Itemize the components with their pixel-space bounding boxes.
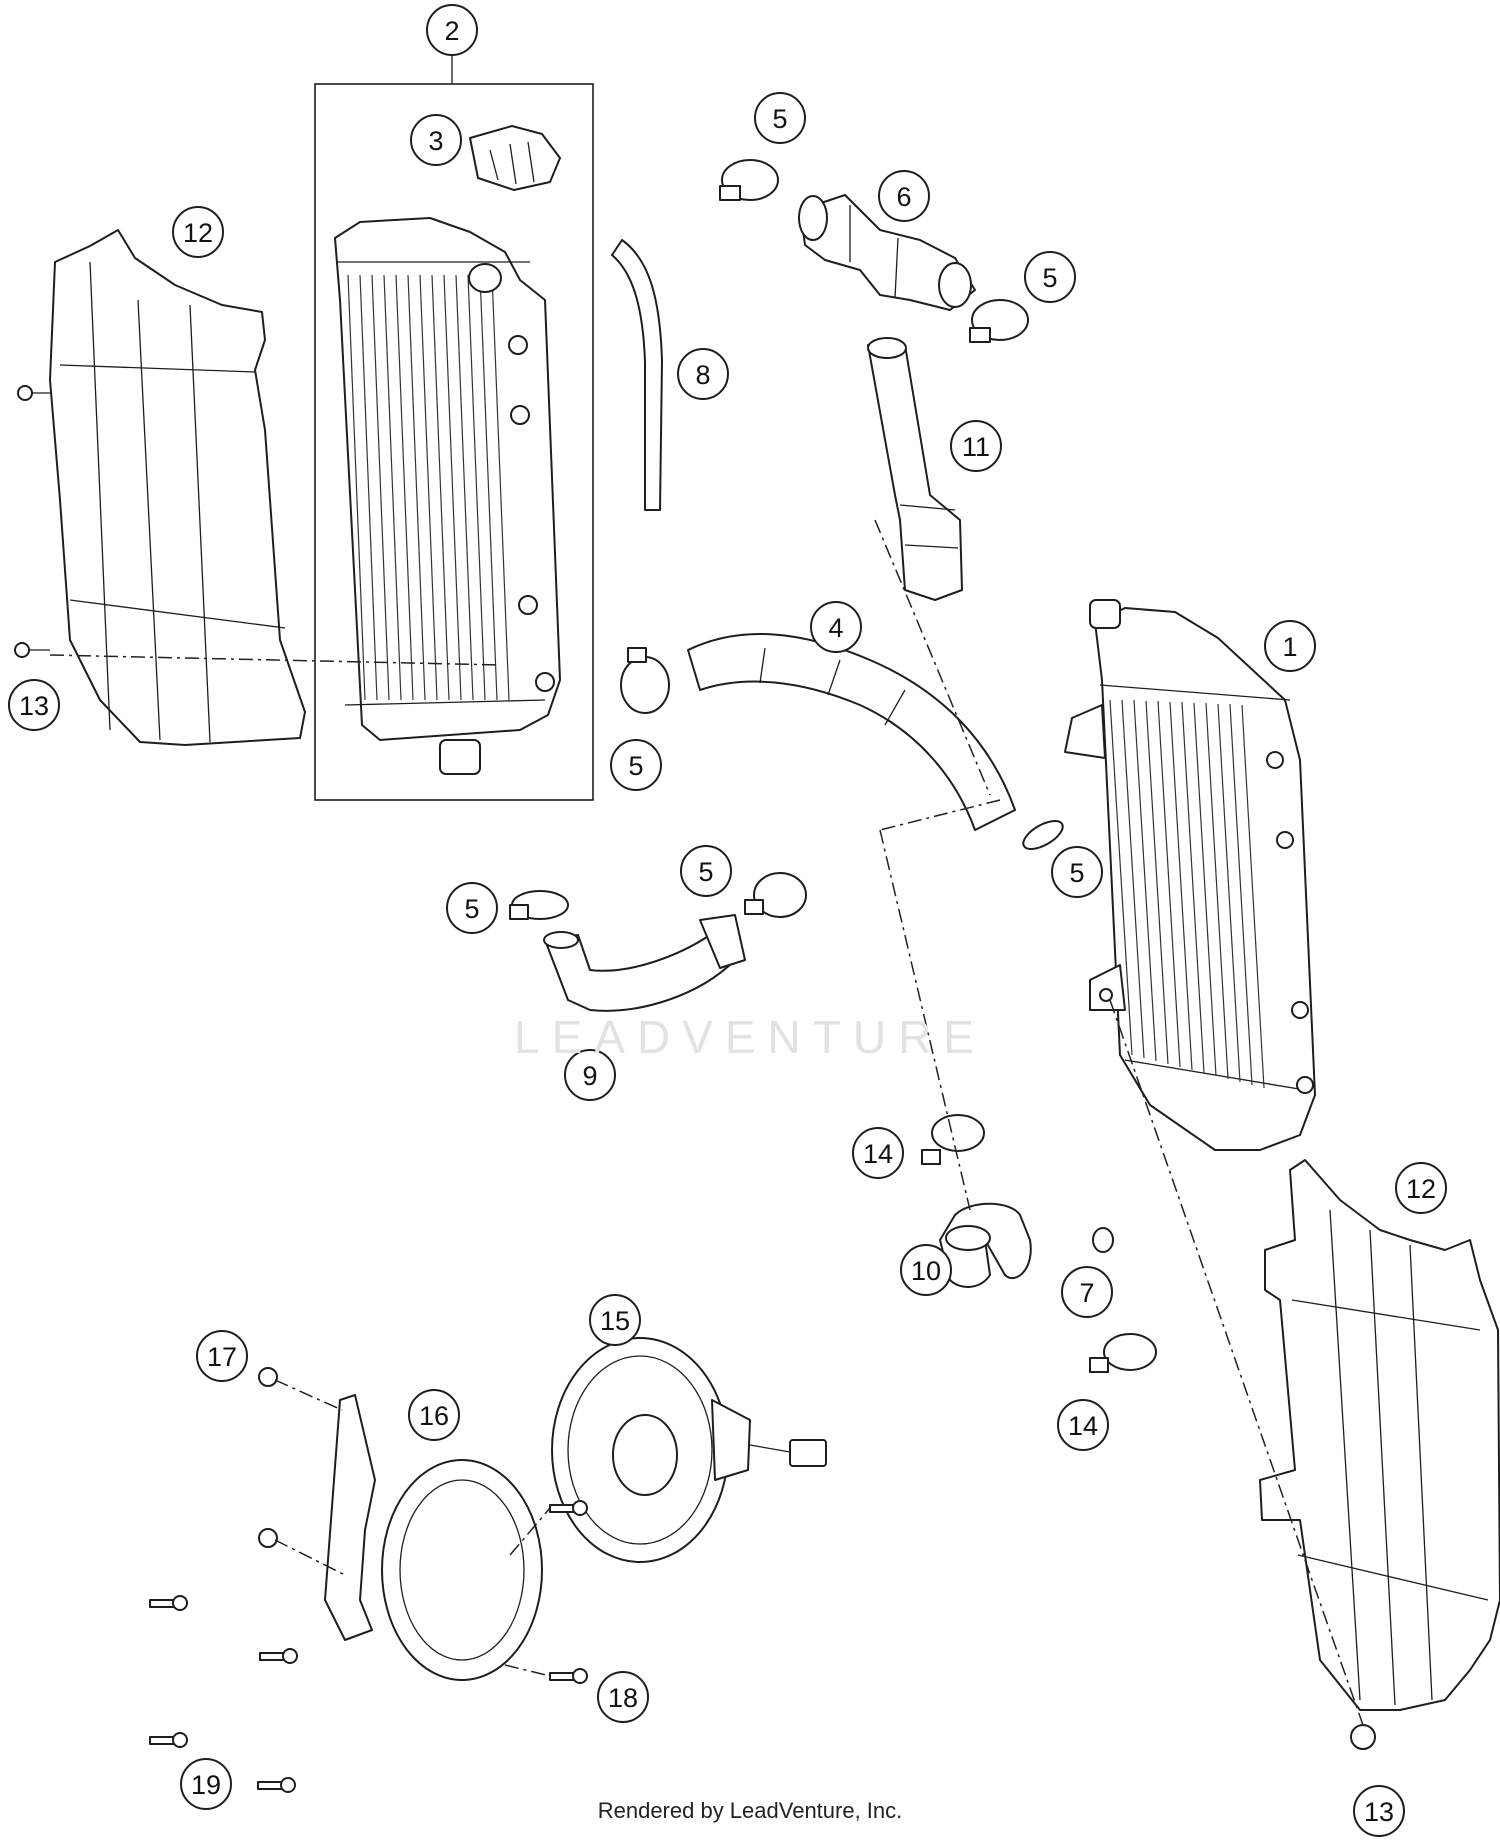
right-radiator-inlet <box>1089 599 1121 629</box>
callout-label: 5 <box>1042 263 1057 293</box>
callout-label: 13 <box>1364 1797 1394 1827</box>
hose-clamp <box>1089 1333 1157 1373</box>
callout-1[interactable]: 1 <box>1264 620 1316 672</box>
left-radiator-fins <box>347 274 510 701</box>
right-radiator-mount-lower <box>1089 964 1126 1011</box>
callout-label: 8 <box>695 360 710 390</box>
callout-label: 16 <box>419 1401 449 1431</box>
callout-13[interactable]: 13 <box>8 679 60 731</box>
callout-11[interactable]: 11 <box>950 420 1002 472</box>
screw <box>14 642 50 658</box>
callout-label: 19 <box>191 1770 221 1800</box>
callout-label: 5 <box>1069 858 1084 888</box>
callout-13[interactable]: 13 <box>1353 1785 1405 1837</box>
callout-5[interactable]: 5 <box>754 92 806 144</box>
callout-label: 14 <box>1068 1411 1098 1441</box>
screw <box>149 1595 188 1611</box>
callout-5[interactable]: 5 <box>1051 846 1103 898</box>
callout-12[interactable]: 12 <box>1395 1162 1447 1214</box>
screw <box>259 1648 298 1664</box>
left-radiator-shroud <box>49 229 306 746</box>
callout-label: 10 <box>911 1256 941 1286</box>
screw <box>258 1528 278 1548</box>
left-radiator <box>334 217 561 775</box>
callout-label: 12 <box>183 218 213 248</box>
right-radiator-shroud <box>1259 1159 1500 1711</box>
coolant-hose-connector <box>798 194 976 311</box>
callout-10[interactable]: 10 <box>900 1244 952 1296</box>
hose-clamp <box>1022 820 1064 850</box>
callout-label: 1 <box>1282 632 1297 662</box>
callout-label: 2 <box>444 16 459 46</box>
hose-clamp <box>719 159 779 201</box>
callout-label: 17 <box>207 1342 237 1372</box>
callout-label: 5 <box>628 751 643 781</box>
fan-shroud <box>324 1394 543 1681</box>
callout-label: 5 <box>772 104 787 134</box>
callout-14[interactable]: 14 <box>1057 1399 1109 1451</box>
lower-radiator-hose <box>543 914 746 1012</box>
screw <box>257 1777 296 1793</box>
callout-16[interactable]: 16 <box>408 1389 460 1441</box>
callout-5[interactable]: 5 <box>610 739 662 791</box>
render-credit: Rendered by LeadVenture, Inc. <box>597 1798 903 1823</box>
callout-label: 5 <box>698 857 713 887</box>
screw <box>149 1732 188 1748</box>
hose-clamp <box>509 890 569 920</box>
vent-hose <box>611 239 663 511</box>
assembly-lines <box>49 519 1364 1726</box>
callout-label: 18 <box>608 1683 638 1713</box>
callout-3[interactable]: 3 <box>410 114 462 166</box>
callout-label: 5 <box>464 894 479 924</box>
callout-label: 3 <box>428 126 443 156</box>
right-radiator-fins <box>1109 699 1265 1089</box>
callout-2[interactable]: 2 <box>426 4 478 56</box>
callout-label: 4 <box>828 613 843 643</box>
callout-4[interactable]: 4 <box>810 601 862 653</box>
elbow-hose <box>939 1202 1032 1288</box>
radiator-cap <box>469 125 561 191</box>
cooling-fan <box>551 1337 827 1563</box>
screw <box>258 1367 278 1387</box>
callout-18[interactable]: 18 <box>597 1671 649 1723</box>
coolant-pipe <box>867 337 963 601</box>
callout-label: 12 <box>1406 1174 1436 1204</box>
callout-label: 13 <box>19 691 49 721</box>
hose-clamp <box>969 299 1029 343</box>
gasket-ring <box>1092 1227 1114 1253</box>
screw <box>549 1668 588 1684</box>
callout-label: 15 <box>600 1306 630 1336</box>
callout-7[interactable]: 7 <box>1061 1266 1113 1318</box>
callout-14[interactable]: 14 <box>852 1127 904 1179</box>
callout-5[interactable]: 5 <box>1024 251 1076 303</box>
callout-12[interactable]: 12 <box>172 206 224 258</box>
callout-9[interactable]: 9 <box>564 1049 616 1101</box>
screw <box>17 385 52 401</box>
hose-clamp <box>620 647 670 714</box>
callout-8[interactable]: 8 <box>677 348 729 400</box>
upper-radiator-hose <box>687 632 1016 831</box>
left-radiator-filler-neck <box>468 263 502 293</box>
callout-19[interactable]: 19 <box>180 1758 232 1810</box>
right-radiator <box>1064 599 1316 1151</box>
callout-15[interactable]: 15 <box>589 1294 641 1346</box>
callout-label: 14 <box>863 1139 893 1169</box>
callout-label: 6 <box>896 182 911 212</box>
hose-clamp <box>921 1114 985 1165</box>
callout-5[interactable]: 5 <box>446 882 498 934</box>
callout-label: 9 <box>582 1061 597 1091</box>
fan-connector <box>789 1439 827 1467</box>
callout-5[interactable]: 5 <box>680 845 732 897</box>
callout-label: 7 <box>1079 1278 1094 1308</box>
callout-17[interactable]: 17 <box>196 1330 248 1382</box>
radiator-assembly-group-box <box>314 83 594 801</box>
left-radiator-outlet <box>439 739 481 775</box>
hose-clamp <box>744 872 807 918</box>
callout-label: 11 <box>962 432 990 462</box>
callout-6[interactable]: 6 <box>878 170 930 222</box>
hose-clamps <box>509 159 1157 1373</box>
right-radiator-mount-upper <box>1064 704 1106 759</box>
